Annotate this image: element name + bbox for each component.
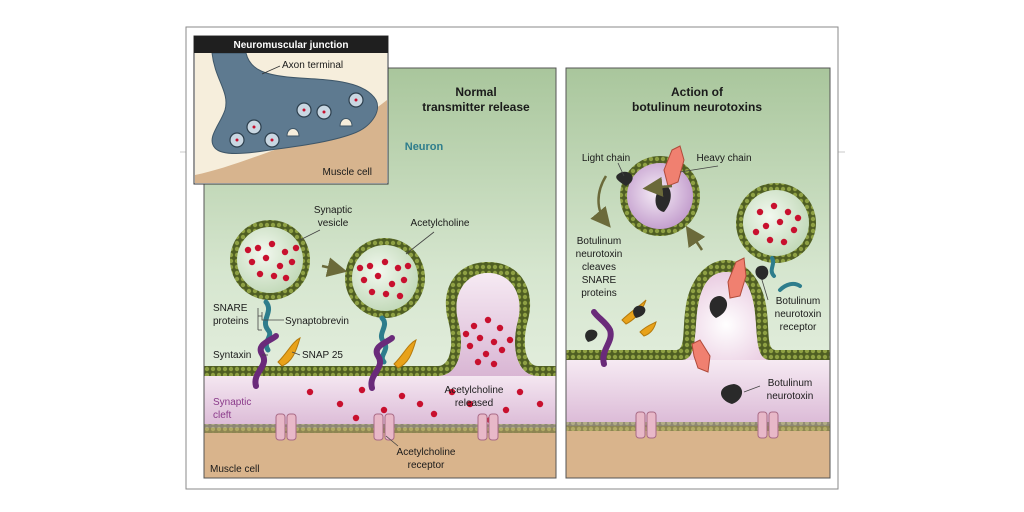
left-title-line2: transmitter release (422, 100, 530, 114)
released-light-chain (616, 171, 633, 186)
right-title-line2: botulinum neurotoxins (632, 100, 762, 114)
right-cleft-region (566, 360, 830, 430)
acetylcholine-label: Acetylcholine (411, 218, 470, 229)
right-leader-lines (617, 162, 769, 393)
ach-receptor-3 (477, 413, 499, 441)
bnt-label-1: Botulinum (768, 378, 812, 389)
right-presynaptic-membrane (566, 260, 830, 360)
right-panel-border (565, 67, 831, 479)
ach-receptor-1 (275, 413, 297, 441)
ach-receptor-label-2: receptor (408, 460, 445, 471)
inset-title: Neuromuscular junction (233, 40, 348, 51)
synaptic-vesicle-label-1: Synaptic (314, 205, 352, 216)
cleaves-label-3: cleaves (582, 262, 616, 273)
inset-fusion-2 (339, 118, 353, 127)
ach-receptor-label-1: Acetylcholine (397, 447, 456, 458)
synaptic-vesicle-1 (230, 220, 310, 300)
light-chain-arrow (590, 175, 611, 228)
right-muscle-membrane (566, 422, 830, 431)
bnt-receptor-protein-2 (778, 281, 802, 292)
neuron-label: Neuron (405, 141, 444, 153)
right-ach-receptor-1 (635, 411, 657, 439)
ach-released-label-1: Acetylcholine (445, 385, 504, 396)
endocytosis-arrow (685, 225, 706, 251)
cleaves-label-2: neurotoxin (576, 249, 623, 260)
left-title-line1: Normal (455, 85, 496, 99)
cleaved-snap25-2 (639, 321, 657, 337)
acetylcholine-released-dots (306, 316, 544, 424)
snare-label-2: proteins (213, 316, 249, 327)
light-chain-label: Light chain (582, 153, 630, 164)
toxin-near-receptor (755, 265, 769, 280)
heavy-chain-on-vesicle (663, 145, 685, 187)
ach-receptor-2 (373, 413, 395, 441)
cleaving-light-chain-2 (633, 305, 646, 318)
presynaptic-membrane (204, 262, 556, 376)
translocation-arrow (642, 176, 673, 197)
cleaved-syntaxin (591, 309, 614, 367)
syntaxin-label: Syntaxin (213, 350, 251, 361)
synaptobrevin-label: Synaptobrevin (285, 316, 349, 327)
muscle-cell-label: Muscle cell (210, 464, 259, 475)
inset-fusion (286, 128, 300, 137)
right-muscle-region (566, 426, 830, 478)
light-chain-cleft (721, 384, 743, 404)
snare-label-1: SNARE (213, 303, 248, 314)
syntaxin-protein-2 (368, 335, 395, 391)
bnt-receptor-label-2: neurotoxin (775, 309, 822, 320)
inset-panel: Neuromuscular junction Axon terminal Mus… (193, 35, 389, 185)
cleaving-light-chain-1 (585, 329, 598, 342)
ach-released-label-2: released (455, 398, 493, 409)
synaptic-vesicle-label-2: vesicle (318, 218, 349, 229)
bnt-label-2: neurotoxin (767, 391, 814, 402)
cleaves-label-1: Botulinum (577, 236, 621, 247)
synaptic-vesicle-2 (345, 238, 425, 318)
inset-axon-label: Axon terminal (282, 60, 343, 71)
inset-muscle-label: Muscle cell (323, 167, 372, 178)
fusion-pore-interior (438, 273, 538, 376)
cleaves-label-5: proteins (581, 288, 617, 299)
cleaves-label-4: SNARE (582, 275, 617, 286)
right-title-line1: Action of (671, 85, 724, 99)
snap25-protein (277, 337, 301, 367)
heavy-chain-label: Heavy chain (696, 153, 751, 164)
right-ach-receptor-2 (757, 411, 779, 439)
synaptic-cleft-label-2: cleft (213, 410, 232, 421)
syntaxin-protein (252, 333, 279, 389)
snap25-protein-2 (393, 339, 417, 369)
heavy-chain-bound (727, 257, 747, 299)
heavy-chain-cleft (691, 339, 711, 373)
light-chain-bound (709, 296, 728, 318)
inset-axon-leader (261, 65, 281, 75)
inset-header (194, 36, 388, 53)
left-leader-lines (257, 229, 435, 447)
endocytic-vesicle-interior (682, 272, 770, 360)
bnt-receptor-label-1: Botulinum (776, 296, 820, 307)
right-panel: Action of botulinum neurotoxins Light ch… (565, 67, 831, 479)
inset-vesicle-dots (235, 98, 358, 142)
inset-muscle (195, 100, 387, 183)
bnt-receptor-label-3: receptor (780, 322, 817, 333)
snap25-label: SNAP 25 (302, 350, 343, 361)
bnt-receptor-protein (769, 256, 776, 278)
vesicle-move-arrow (321, 257, 348, 278)
synaptic-cleft-label-1: Synaptic (213, 397, 251, 408)
right-synaptic-vesicle (736, 183, 816, 263)
